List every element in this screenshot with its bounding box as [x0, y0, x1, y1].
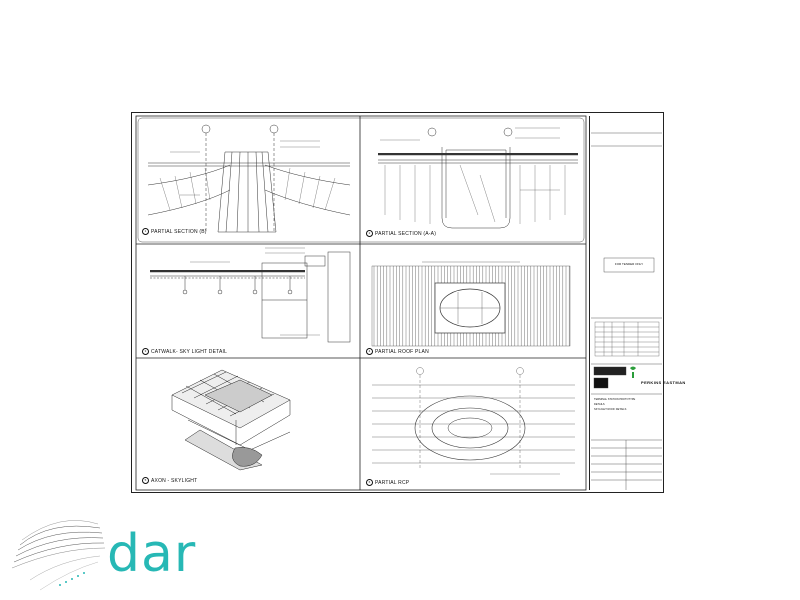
title-block: [589, 116, 663, 490]
dar-logo-swoosh: [11, 520, 106, 591]
project-line-3: SKYLIGHT ROOF DETAILS: [594, 408, 627, 411]
panel-grid-outline: [135, 115, 587, 491]
firm-name: PERKINS EASTMAN: [641, 380, 686, 385]
axon-skylight-drawing: [171, 369, 291, 471]
project-line-2: DETAILS: [594, 403, 605, 406]
roof-plan-drawing: [371, 261, 571, 347]
drawing-sheet-frame: [131, 112, 664, 493]
dar-logo-dots: [59, 572, 85, 586]
catwalk-detail-drawing: [150, 247, 351, 343]
section-aa-drawing: [378, 127, 578, 229]
tender-stamp: FOR TENDER ONLY: [614, 262, 644, 266]
title-block-lines: [591, 132, 662, 490]
rcp-drawing: [372, 367, 575, 475]
section-b-drawing: [147, 124, 351, 233]
project-line-1: TERMINAL STATION PROTOTYPE: [594, 398, 636, 401]
dar-logo: dar: [107, 524, 197, 584]
